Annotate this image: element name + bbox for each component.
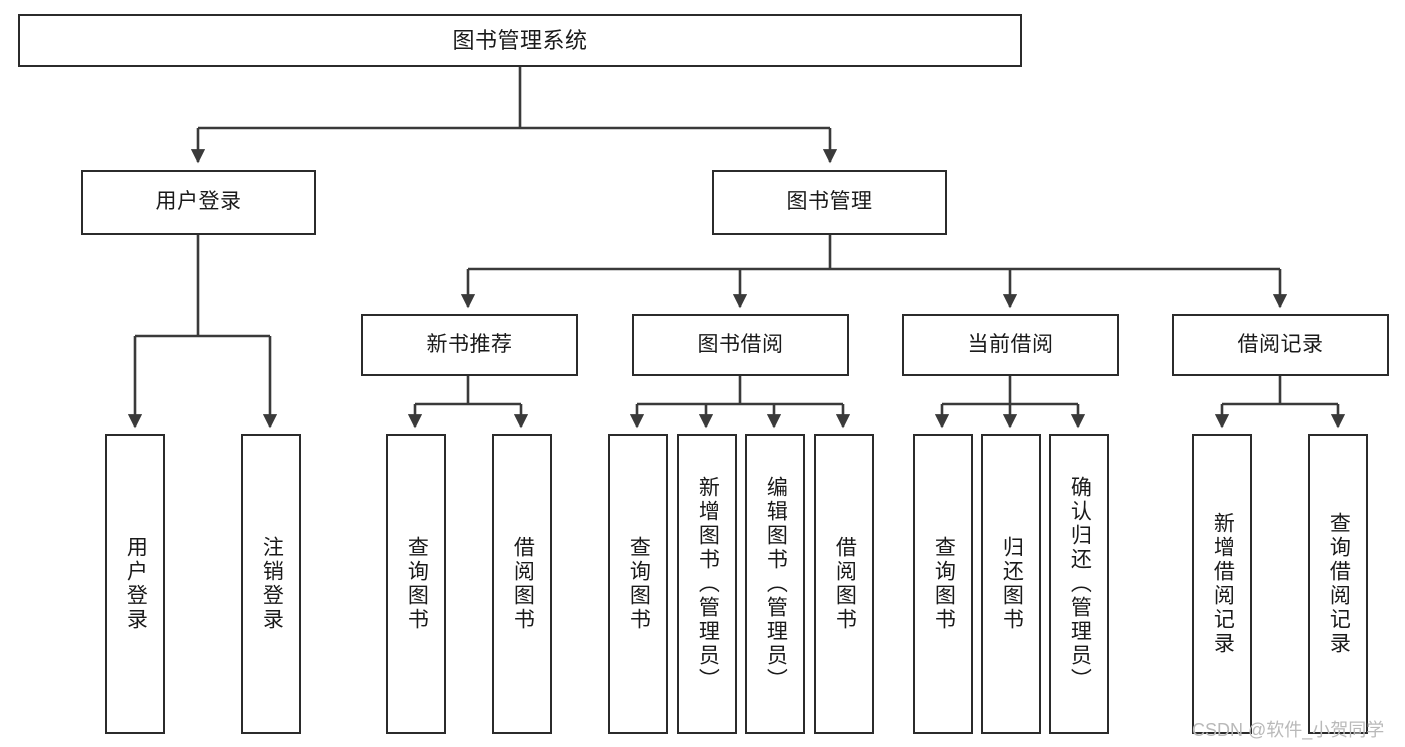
node-leaf-query-book-current[interactable]: 查询图书 (913, 434, 973, 734)
node-label: 借阅图书 (833, 536, 857, 632)
node-leaf-add-borrow-record[interactable]: 新增借阅记录 (1192, 434, 1252, 734)
node-label: 编辑图书（管理员） (764, 476, 788, 692)
node-label: 借阅图书 (511, 536, 535, 632)
node-leaf-query-book-borrow[interactable]: 查询图书 (608, 434, 668, 734)
node-label: 用户登录 (124, 536, 148, 632)
node-submodule-book-borrow[interactable]: 图书借阅 (632, 314, 849, 376)
node-label: 查询图书 (405, 536, 429, 632)
node-label: 图书管理系统 (452, 27, 588, 53)
watermark-text: CSDN @软件_小贺同学 (1192, 720, 1385, 740)
node-label: 查询图书 (627, 536, 651, 632)
node-leaf-confirm-return-admin[interactable]: 确认归还（管理员） (1049, 434, 1109, 734)
node-label: 借阅记录 (1237, 332, 1324, 356)
node-submodule-current-borrow[interactable]: 当前借阅 (902, 314, 1119, 376)
node-label: 新增借阅记录 (1211, 512, 1235, 656)
node-leaf-query-borrow-record[interactable]: 查询借阅记录 (1308, 434, 1368, 734)
node-label: 查询借阅记录 (1327, 512, 1351, 656)
node-label: 归还图书 (1000, 536, 1024, 632)
node-leaf-query-book-recommend[interactable]: 查询图书 (386, 434, 446, 734)
node-leaf-add-book-admin[interactable]: 新增图书（管理员） (677, 434, 737, 734)
node-leaf-edit-book-admin[interactable]: 编辑图书（管理员） (745, 434, 805, 734)
node-leaf-user-login[interactable]: 用户登录 (105, 434, 165, 734)
node-leaf-borrow-book-recommend[interactable]: 借阅图书 (492, 434, 552, 734)
node-leaf-borrow-book[interactable]: 借阅图书 (814, 434, 874, 734)
node-root-system[interactable]: 图书管理系统 (18, 14, 1022, 67)
node-label: 图书借阅 (697, 332, 784, 356)
node-label: 确认归还（管理员） (1068, 476, 1092, 692)
node-leaf-return-book[interactable]: 归还图书 (981, 434, 1041, 734)
node-label: 用户登录 (155, 190, 242, 214)
node-module-user-login[interactable]: 用户登录 (81, 170, 316, 235)
node-label: 新书推荐 (426, 332, 513, 356)
node-label: 图书管理 (786, 190, 873, 214)
node-leaf-logout[interactable]: 注销登录 (241, 434, 301, 734)
node-label: 查询图书 (932, 536, 956, 632)
node-submodule-new-book-recommend[interactable]: 新书推荐 (361, 314, 578, 376)
node-label: 新增图书（管理员） (696, 476, 720, 692)
node-module-book-management[interactable]: 图书管理 (712, 170, 947, 235)
node-label: 注销登录 (260, 536, 284, 632)
node-submodule-borrow-record[interactable]: 借阅记录 (1172, 314, 1389, 376)
node-label: 当前借阅 (967, 332, 1054, 356)
